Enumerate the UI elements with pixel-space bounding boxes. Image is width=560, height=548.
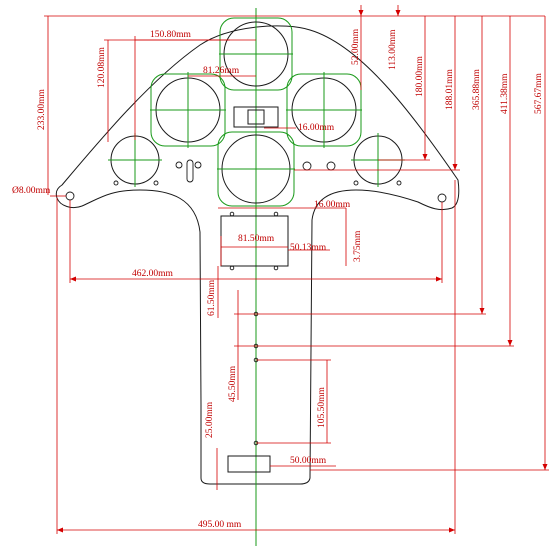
mount-hole-right bbox=[437, 193, 447, 203]
switch-hole-1 bbox=[175, 161, 183, 169]
label-120: 120.08mm bbox=[97, 46, 107, 88]
switch-hole-2 bbox=[194, 161, 202, 169]
label-180: 180.00mm bbox=[415, 55, 425, 97]
switch-hole-5 bbox=[153, 180, 159, 186]
label-25: 25.00mm bbox=[205, 401, 215, 438]
arrow-52-top bbox=[358, 10, 364, 16]
label-dia: Ø8.00mm bbox=[12, 186, 51, 196]
switch-hole-7 bbox=[396, 180, 402, 186]
label-3-75: 3.75mm bbox=[353, 230, 363, 262]
arrow-495-right bbox=[449, 527, 455, 533]
center-cutout bbox=[233, 106, 279, 128]
box-hole-3 bbox=[229, 265, 235, 271]
center-cutout-inner bbox=[247, 109, 265, 125]
box-hole-1 bbox=[229, 211, 235, 217]
arrow-188 bbox=[452, 164, 458, 170]
arrow-180 bbox=[422, 154, 428, 160]
arrow-411 bbox=[507, 340, 513, 346]
label-462: 462.00mm bbox=[132, 269, 174, 279]
label-50: 50.00mm bbox=[290, 456, 327, 466]
box-hole-2 bbox=[273, 211, 279, 217]
label-105: 105.50mm bbox=[317, 386, 327, 428]
arrow-495-left bbox=[57, 527, 63, 533]
arrow-113 bbox=[395, 10, 401, 16]
label-16b: 16.00mm bbox=[314, 200, 351, 210]
switch-hole-6 bbox=[353, 180, 359, 186]
label-box-offset: 50.13mm bbox=[290, 243, 327, 253]
switch-hole-8 bbox=[113, 180, 119, 186]
box-hole-4 bbox=[273, 265, 279, 271]
label-box-width: 81.50mm bbox=[238, 234, 275, 244]
label-113: 113.00mm bbox=[388, 29, 398, 70]
label-52: 52.00mm bbox=[351, 28, 361, 65]
mount-hole-left bbox=[65, 191, 75, 201]
label-365: 365.88mm bbox=[472, 68, 482, 110]
label-45: 45.50mm bbox=[228, 365, 238, 402]
label-567: 567.67mm bbox=[534, 72, 544, 114]
switch-hole-3 bbox=[302, 161, 312, 171]
label-16a: 16.00mm bbox=[298, 123, 335, 133]
arrow-462-left bbox=[70, 276, 76, 282]
arrow-567 bbox=[542, 464, 548, 470]
label-61: 61.50mm bbox=[207, 279, 217, 316]
arrow-462-right bbox=[436, 276, 442, 282]
slot-left bbox=[186, 159, 194, 183]
switch-hole-4 bbox=[326, 161, 336, 171]
bottom-slot bbox=[227, 455, 271, 473]
label-150: 150.80mm bbox=[150, 30, 192, 40]
label-233: 233.00mm bbox=[37, 88, 47, 130]
panel-outline bbox=[55, 25, 460, 485]
label-188: 188.01mm bbox=[445, 68, 455, 110]
label-81a: 81.26mm bbox=[203, 66, 240, 76]
label-495: 495.00 mm bbox=[198, 520, 242, 530]
arrow-365 bbox=[479, 308, 485, 314]
label-411: 411.38mm bbox=[500, 73, 510, 114]
